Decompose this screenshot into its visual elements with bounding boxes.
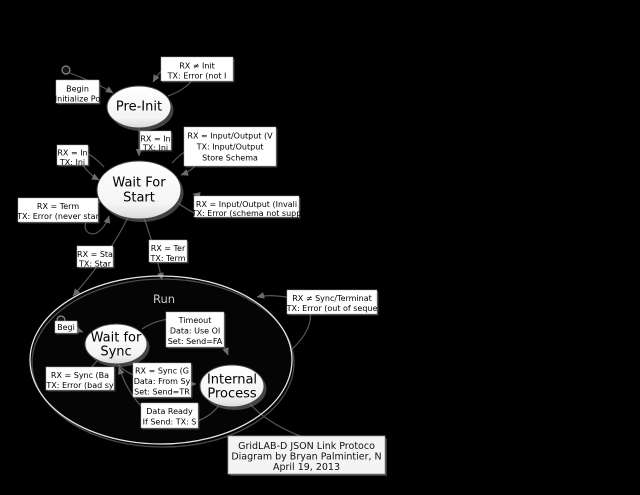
label-rx-term-line2: TX: Term [150,254,186,263]
wait-for-start-ellipse [96,160,182,220]
state-wait-for-sync: Wait for Sync [84,323,150,367]
state-wait-for-start-label1: Wait For [112,176,166,191]
run-ellipse [29,275,293,445]
state-run-label: Run [153,292,175,306]
label-data-ready: Data Ready If Send: TX: S [140,402,200,430]
internal-process-ellipse [199,364,265,408]
label-rx-term-line1: RX = Ter [151,244,186,253]
label-rx-start-line1: RX = Sta [77,250,113,259]
state-pre-init-label: Pre-Init [116,100,162,115]
pre-init-ellipse [106,85,172,129]
state-internal-process: Internal Process [199,364,267,410]
label-rx-init-main: RX = In TX: Ini [139,130,173,153]
transition-internal-to-exit [248,402,304,438]
label-begin-run-line1: Begi [57,323,75,332]
label-rx-io-valid-line1: RX = Input/Output (V [187,132,273,141]
label-rx-ne-sync-line1: RX ≠ Sync/Terminat [292,294,372,303]
label-timeout-line2: Data: Use Ol [170,327,220,336]
title-line1: GridLAB-D JSON Link Protoco [238,441,375,452]
label-rx-ne-sync-line2: TX: Error (out of seque [286,304,378,313]
title-line3: April 19, 2013 [273,462,340,473]
label-rx-init-loop-line1: RX = In [57,149,87,158]
label-rx-sync-good-line2: Data: From Sy [134,377,191,386]
state-internal-process-label1: Internal [207,373,257,388]
state-wait-for-sync-label2: Sync [100,345,131,360]
state-run: Run [29,275,295,448]
label-rx-init-main-line1: RX = In [140,135,170,144]
label-rx-sync-bad: RX = Sync (Ba TX: Error (bad sy [45,366,116,392]
label-data-ready-line2: If Send: TX: S [143,418,197,427]
label-rx-init-loop-line2: TX: Ini [59,158,85,167]
state-pre-init: Pre-Init [106,85,174,131]
label-rx-ne-sync: RX ≠ Sync/Terminat TX: Error (out of seq… [286,289,379,316]
label-data-ready-line1: Data Ready [146,407,193,416]
state-internal-process-label2: Process [207,387,257,402]
label-rx-ne-init: RX ≠ Init TX: Error (not I [160,56,235,83]
label-begin-run: Begi [54,320,79,335]
label-rx-ne-init-line2: TX: Error (not I [167,72,227,81]
label-rx-init-main-line2: TX: Ini [142,144,168,153]
label-rx-term-never: RX = Term TX: Error (never star [16,197,100,224]
label-rx-init-loop: RX = In TX: Ini [56,144,90,167]
label-rx-io-invalid-line1: RX = Input/Output (Invali [196,200,297,209]
label-rx-start-line2: TX: Star [78,260,112,269]
label-begin-init-line1: Begin [66,85,89,94]
label-begin-init: Begin Initialize Po [55,79,101,105]
title-line2: Diagram by Bryan Palmintier, N [231,452,381,463]
label-rx-start: RX = Sta TX: Star [76,245,115,269]
label-rx-sync-good-line1: RX = Sync (G [135,367,189,376]
label-rx-sync-bad-line2: TX: Error (bad sy [45,381,114,390]
label-rx-io-invalid-line2: TX: Error (schema not supp [191,209,302,218]
label-timeout: Timeout Data: Use Ol Set: Send=FA [165,311,226,349]
label-rx-ne-init-line1: RX ≠ Init [179,62,215,71]
label-rx-io-valid-line3: Store Schema [202,154,258,163]
initial-state-dot [61,65,71,75]
wait-for-sync-ellipse [84,323,148,365]
label-rx-io-valid-line2: TX: Input/Output [196,143,264,152]
label-rx-sync-good: RX = Sync (G Data: From Sy Set: Send=TR [132,362,193,399]
state-wait-for-start: Wait For Start [96,160,184,222]
label-timeout-line3: Set: Send=FA [168,337,223,346]
state-wait-for-sync-label1: Wait for [91,331,142,346]
label-timeout-line1: Timeout [178,316,212,325]
label-rx-sync-good-line3: Set: Send=TR [134,388,190,397]
label-rx-term-never-line1: RX = Term [37,202,79,211]
diagram-title-box: GridLAB-D JSON Link Protoco Diagram by B… [227,435,387,476]
state-wait-for-start-label2: Start [123,191,155,206]
run-ellipse-shadow [31,278,295,448]
label-rx-term: RX = Ter TX: Term [148,239,189,264]
label-rx-io-invalid: RX = Input/Output (Invali TX: Error (sch… [191,195,302,219]
label-rx-term-never-line2: TX: Error (never star [16,212,99,221]
label-rx-io-valid: RX = Input/Output (V TX: Input/Output St… [183,126,278,168]
label-begin-init-line2: Initialize Po [55,95,101,104]
label-rx-sync-bad-line1: RX = Sync (Ba [51,371,109,380]
